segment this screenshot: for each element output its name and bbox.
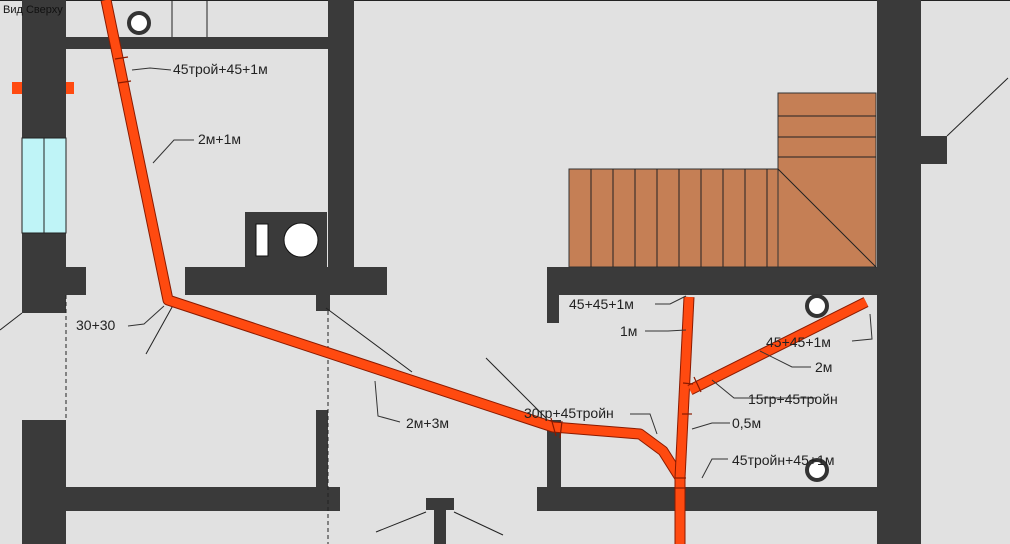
window-icon — [12, 82, 74, 234]
label-pipe-length: 0,5м — [732, 415, 761, 431]
label-pipe-fitting: 45трой+45+1м — [173, 61, 268, 77]
wall-center-vertical — [328, 0, 354, 268]
wall-bottom-left — [66, 487, 340, 511]
wall-right-lower-post — [547, 420, 561, 500]
label-pipe-length: 1м — [620, 323, 637, 339]
wall-left-upper — [22, 0, 66, 140]
label-pipe-fitting: 15гр+45тройн — [748, 391, 838, 407]
wall-left-lower — [22, 420, 66, 544]
label-pipe-length: 2м+3м — [406, 415, 449, 431]
wall-bottom-stub — [426, 498, 454, 510]
label-pipe-length: 2м — [815, 359, 832, 375]
wall-right-horizontal — [547, 267, 877, 295]
toilet-icon — [255, 222, 319, 258]
wall-middle-stub — [316, 295, 330, 311]
pipe-vertical-branch — [675, 296, 694, 479]
pipe-network — [100, 0, 869, 544]
wall-top-horizontal — [66, 37, 328, 49]
label-pipe-length: 2м+1м — [198, 131, 241, 147]
wall-far-right-stub — [921, 136, 947, 164]
stairs-icon — [568, 92, 877, 268]
wall-left-mid — [22, 233, 66, 313]
wall-lower-post — [316, 410, 328, 500]
wall-right-stub — [547, 295, 559, 323]
wall-left-stub — [66, 267, 86, 295]
drain-ring-icon — [127, 11, 829, 482]
label-pipe-fitting: 45+45+1м — [766, 334, 831, 350]
wall-far-right — [877, 0, 921, 544]
view-title: Вид Сверху — [3, 4, 63, 16]
walls — [22, 0, 947, 544]
wall-bottom-stub-post — [434, 510, 446, 544]
label-pipe-fitting: 45тройн+45+1м — [732, 452, 834, 468]
label-bend: 30+30 — [76, 317, 116, 333]
leader-lines — [127, 67, 873, 479]
wall-middle-horizontal — [185, 267, 387, 295]
wall-bottom-right — [537, 487, 877, 511]
label-pipe-fitting: 30гр+45тройн — [524, 405, 614, 421]
label-pipe-fitting: 45+45+1м — [569, 296, 634, 312]
pipe-right-branch — [687, 297, 869, 395]
